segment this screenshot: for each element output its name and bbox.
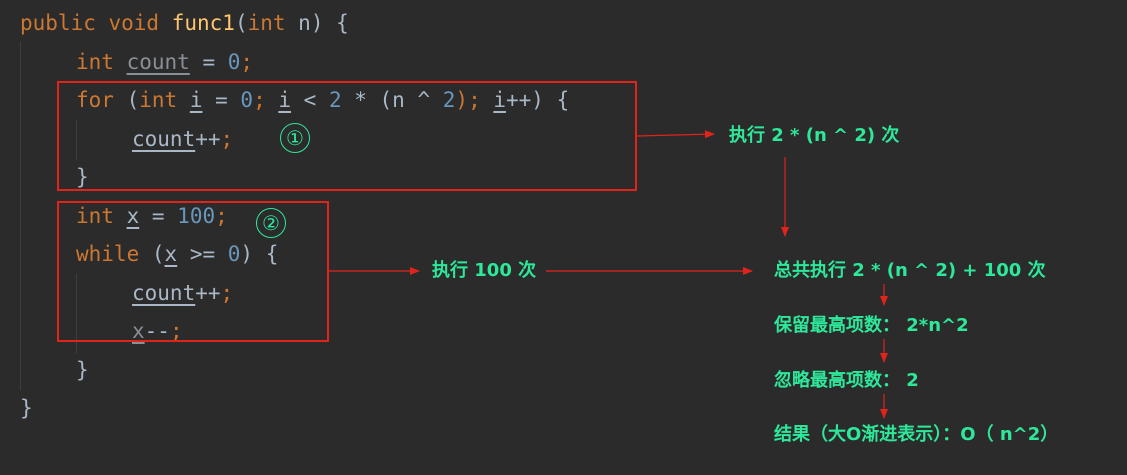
- code-token: ;: [220, 280, 234, 305]
- code-token: i: [278, 88, 292, 112]
- code-token: x: [132, 319, 145, 343]
- code-token: );: [455, 88, 494, 112]
- code-token: ;: [220, 126, 234, 151]
- code-token: x: [164, 242, 178, 266]
- code-token: ++: [195, 126, 221, 151]
- note-keep-highest: 保留最高项数： 2*n^2: [774, 315, 969, 336]
- code-line: }: [20, 393, 33, 423]
- note-exec-loop1: 执行 2 * (n ^ 2) 次: [729, 125, 900, 146]
- code-token: x: [126, 203, 140, 228]
- code-token: ++) {: [506, 88, 570, 112]
- code-token: (: [126, 88, 140, 112]
- code-token: ;: [253, 88, 279, 112]
- code-token: (: [151, 242, 165, 266]
- code-token: ;: [240, 49, 254, 74]
- code-line: }: [76, 355, 89, 385]
- code-line: public void func1(int n) {: [20, 8, 349, 38]
- code-token: for: [76, 88, 127, 112]
- code-token: >=: [177, 242, 228, 266]
- code-token: =: [202, 88, 241, 112]
- code-token: int: [247, 11, 299, 35]
- code-token: =: [189, 49, 228, 74]
- code-token: --: [144, 319, 170, 343]
- code-token: i: [189, 88, 203, 112]
- code-token: ) {: [240, 242, 279, 266]
- code-token: func1: [171, 11, 235, 35]
- code-token: count: [132, 126, 196, 151]
- code-line: while (x >= 0) {: [76, 239, 278, 269]
- code-token: int: [76, 203, 127, 228]
- code-line: int x = 100;: [76, 201, 228, 231]
- code-token: * (n ^: [341, 88, 443, 112]
- code-token: ;: [169, 319, 183, 343]
- code-token: }: [76, 357, 89, 382]
- code-token: =: [139, 203, 178, 228]
- code-token: 0: [227, 242, 241, 266]
- code-token: }: [76, 165, 89, 189]
- note-drop-coefficient: 忽略最高项数： 2: [774, 370, 919, 391]
- code-token: <: [291, 88, 329, 112]
- code-token: i: [493, 88, 507, 112]
- code-token: 2: [442, 88, 456, 112]
- code-token: public void: [20, 11, 172, 35]
- code-line: count++;: [132, 278, 233, 308]
- code-token: 2: [328, 88, 342, 112]
- note-total: 总共执行 2 * (n ^ 2) + 100 次: [774, 260, 1046, 281]
- code-line: x--;: [132, 316, 183, 346]
- code-token: count: [132, 280, 196, 305]
- loop1-highlight-box: [57, 81, 637, 191]
- code-token: int: [76, 49, 127, 74]
- code-token: int: [139, 88, 190, 112]
- code-token: while: [76, 242, 152, 266]
- indent-guide: [76, 120, 77, 160]
- code-token: 0: [227, 49, 241, 74]
- note-result: 结果（大O渐进表示）：O（ n^2）: [774, 424, 1059, 445]
- note-exec-loop2: 执行 100 次: [432, 260, 537, 281]
- code-token: count: [126, 49, 190, 74]
- code-token: ++: [195, 280, 221, 305]
- code-token: (: [234, 11, 248, 35]
- indent-guide: [20, 42, 21, 390]
- code-token: ;: [215, 203, 228, 228]
- code-token: }: [20, 396, 33, 420]
- code-token: n) {: [298, 11, 349, 35]
- marker-one: ①: [280, 123, 310, 153]
- code-line: }: [76, 162, 89, 192]
- loop2-highlight-box: [57, 201, 329, 342]
- code-token: 0: [240, 88, 254, 112]
- code-token: 100: [177, 203, 216, 228]
- code-line: int count = 0;: [76, 47, 253, 77]
- indent-guide: [76, 274, 77, 354]
- code-line: for (int i = 0; i < 2 * (n ^ 2); i++) {: [76, 85, 569, 115]
- code-line: count++;: [132, 124, 233, 154]
- marker-two: ②: [256, 208, 286, 238]
